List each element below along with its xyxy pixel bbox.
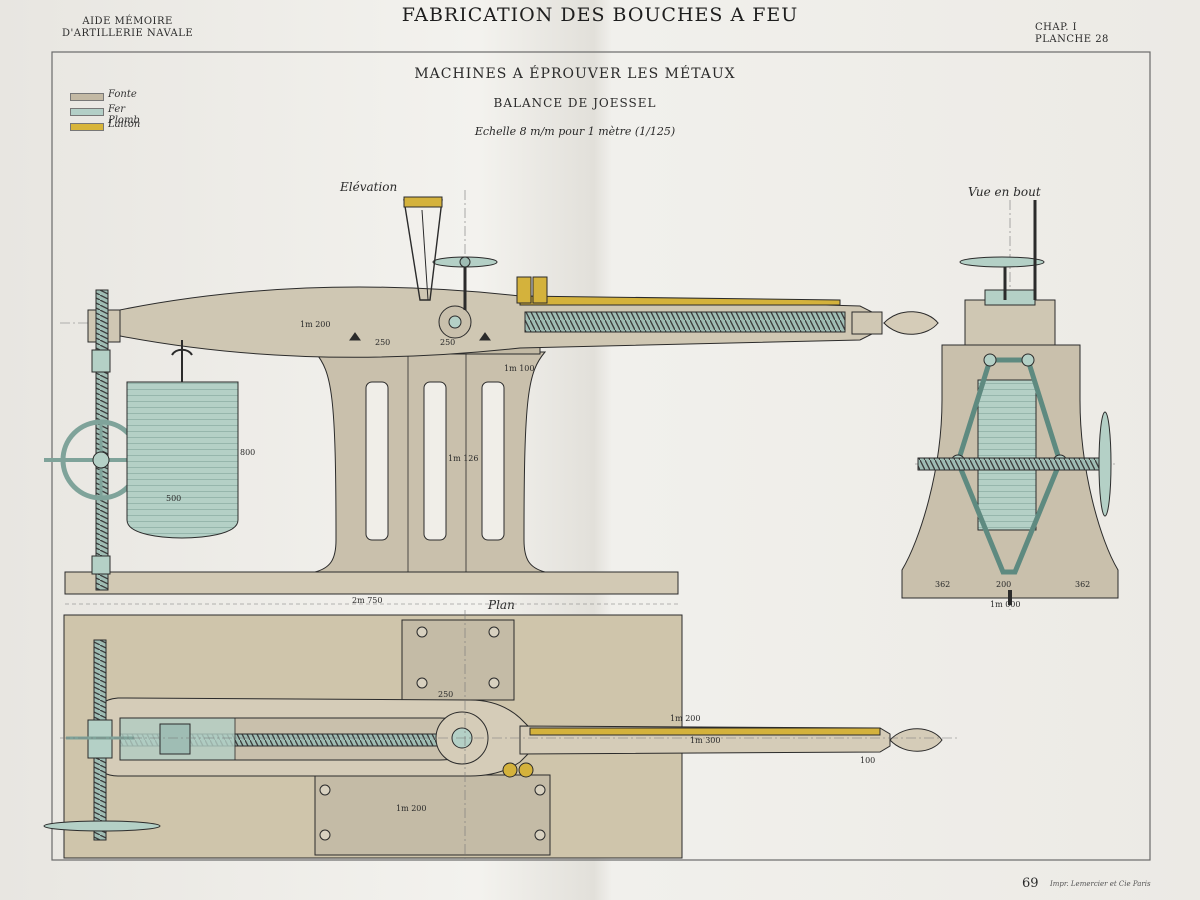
elevation-view bbox=[44, 190, 940, 605]
legend-swatch-fonte bbox=[70, 93, 104, 101]
elevation-end-knob bbox=[883, 311, 939, 335]
elevation-base-plate bbox=[64, 571, 679, 595]
dim-weight-h: 800 bbox=[240, 448, 256, 457]
legend-swatch-fer-plomb bbox=[70, 108, 104, 116]
end-view-weight bbox=[977, 379, 1037, 531]
header-title: FABRICATION DES BOUCHES A FEU bbox=[401, 4, 799, 26]
page-number: 69 bbox=[1022, 876, 1039, 891]
elevation-hanging-weight bbox=[126, 381, 239, 539]
dim-elev-height: 1m 126 bbox=[448, 454, 479, 463]
end-view-top-handwheel bbox=[959, 256, 1045, 268]
dim-plan-tip: 100 bbox=[860, 756, 876, 765]
dim-plan-bottom: 1m 200 bbox=[396, 804, 427, 813]
elevation-indicator-scale bbox=[403, 196, 443, 208]
dim-plan-arm: 1m 300 bbox=[690, 736, 721, 745]
plan-brass-weight-2 bbox=[518, 762, 534, 778]
end-view-top-block bbox=[964, 299, 1056, 346]
legend-label-laiton: Laiton bbox=[108, 119, 141, 130]
header-right-line1: CHAP. I bbox=[1035, 22, 1078, 33]
end-view bbox=[901, 200, 1119, 610]
dim-end-centre: 200 bbox=[996, 580, 1012, 589]
dim-plan-side: 1m 200 bbox=[670, 714, 701, 723]
column-slot-2 bbox=[423, 381, 447, 541]
header-right-line2: PLANCHE 28 bbox=[1035, 34, 1109, 45]
dim-elev-lever: 1m 200 bbox=[300, 320, 331, 329]
dim-elev-post: 1m 100 bbox=[504, 364, 535, 373]
end-view-side-handwheel bbox=[1098, 411, 1112, 517]
plate-subtitle: BALANCE DE JOESSEL bbox=[493, 96, 657, 110]
legend-label-fer-plomb: Fer Plomb bbox=[108, 104, 140, 126]
plate-scale: Echelle 8 m/m pour 1 mètre (1/125) bbox=[474, 125, 676, 138]
dim-end-right: 362 bbox=[1075, 580, 1091, 589]
column-slot-1 bbox=[365, 381, 389, 541]
header-left-line1: AIDE MÉMOIRE bbox=[82, 16, 173, 27]
legend-label-fonte: Fonte bbox=[108, 89, 137, 100]
end-view-screw bbox=[917, 457, 1105, 471]
header-left-line2: D'ARTILLERIE NAVALE bbox=[62, 28, 194, 39]
brass-weight-2 bbox=[532, 276, 548, 304]
dim-plan-a: 250 bbox=[438, 690, 454, 699]
dim-end-left: 362 bbox=[935, 580, 951, 589]
plate-border bbox=[51, 51, 1151, 861]
header-right: CHAP. I PLANCHE 28 bbox=[1035, 22, 1109, 46]
view-label-end: Vue en bout bbox=[968, 185, 1041, 199]
plan-bottom-block bbox=[314, 774, 551, 856]
plan-end-knob bbox=[889, 728, 943, 752]
dim-elev-b: 250 bbox=[440, 338, 456, 347]
column-slot-3 bbox=[481, 381, 505, 541]
brass-weight-1 bbox=[516, 276, 532, 304]
view-label-elevation: Elévation bbox=[340, 180, 398, 194]
dim-weight-w: 500 bbox=[166, 494, 182, 503]
legend-swatch-laiton bbox=[70, 123, 104, 131]
plate-title: MACHINES A ÉPROUVER LES MÉTAUX bbox=[414, 66, 736, 82]
elevation-lever-screw bbox=[524, 311, 846, 333]
plan-view bbox=[43, 610, 960, 860]
printer-imprint: Impr. Lemercier et Cie Paris bbox=[1050, 880, 1151, 888]
header-left: AIDE MÉMOIRE D'ARTILLERIE NAVALE bbox=[62, 16, 193, 40]
dim-elev-a: 250 bbox=[375, 338, 391, 347]
dim-elev-base: 2m 750 bbox=[352, 596, 383, 605]
dim-end-base: 1m 000 bbox=[990, 600, 1021, 609]
view-label-plan: Plan bbox=[488, 598, 515, 612]
plan-brass-weight-1 bbox=[502, 762, 518, 778]
plan-left-handwheel bbox=[43, 820, 161, 832]
elevation-brass-scale bbox=[519, 295, 841, 306]
